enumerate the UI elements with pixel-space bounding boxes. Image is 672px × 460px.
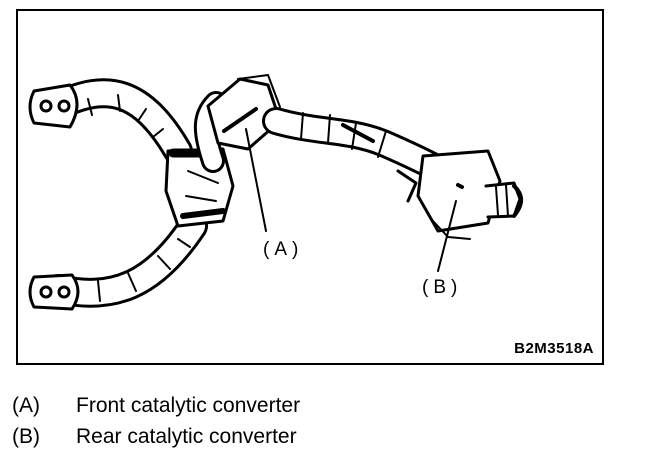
- legend-key: (A): [12, 394, 40, 417]
- middle-pipe: [262, 107, 452, 183]
- legend-label: Front catalytic converter: [76, 394, 301, 417]
- legend: (A) Front catalytic converter (B) Rear c…: [12, 390, 300, 452]
- legend-item-rear: (B) Rear catalytic converter: [12, 421, 300, 452]
- upper-flange: [28, 83, 79, 129]
- figure-code: B2M3518A: [514, 340, 594, 357]
- tail-outlet: [484, 181, 523, 219]
- figure-frame: (A) (B) B2M3518A: [16, 9, 604, 365]
- callout-a-leader: [245, 128, 267, 232]
- legend-item-front: (A) Front catalytic converter: [12, 390, 300, 421]
- legend-label: Rear catalytic converter: [76, 425, 297, 448]
- legend-key: (B): [12, 425, 40, 448]
- rear-catalytic-converter: [396, 149, 502, 240]
- callout-b-label: (B): [422, 277, 463, 298]
- callout-a-label: (A): [263, 239, 304, 260]
- exhaust-system-drawing: [28, 74, 523, 311]
- lower-flange: [28, 273, 80, 311]
- callout-b-leader: [437, 200, 457, 272]
